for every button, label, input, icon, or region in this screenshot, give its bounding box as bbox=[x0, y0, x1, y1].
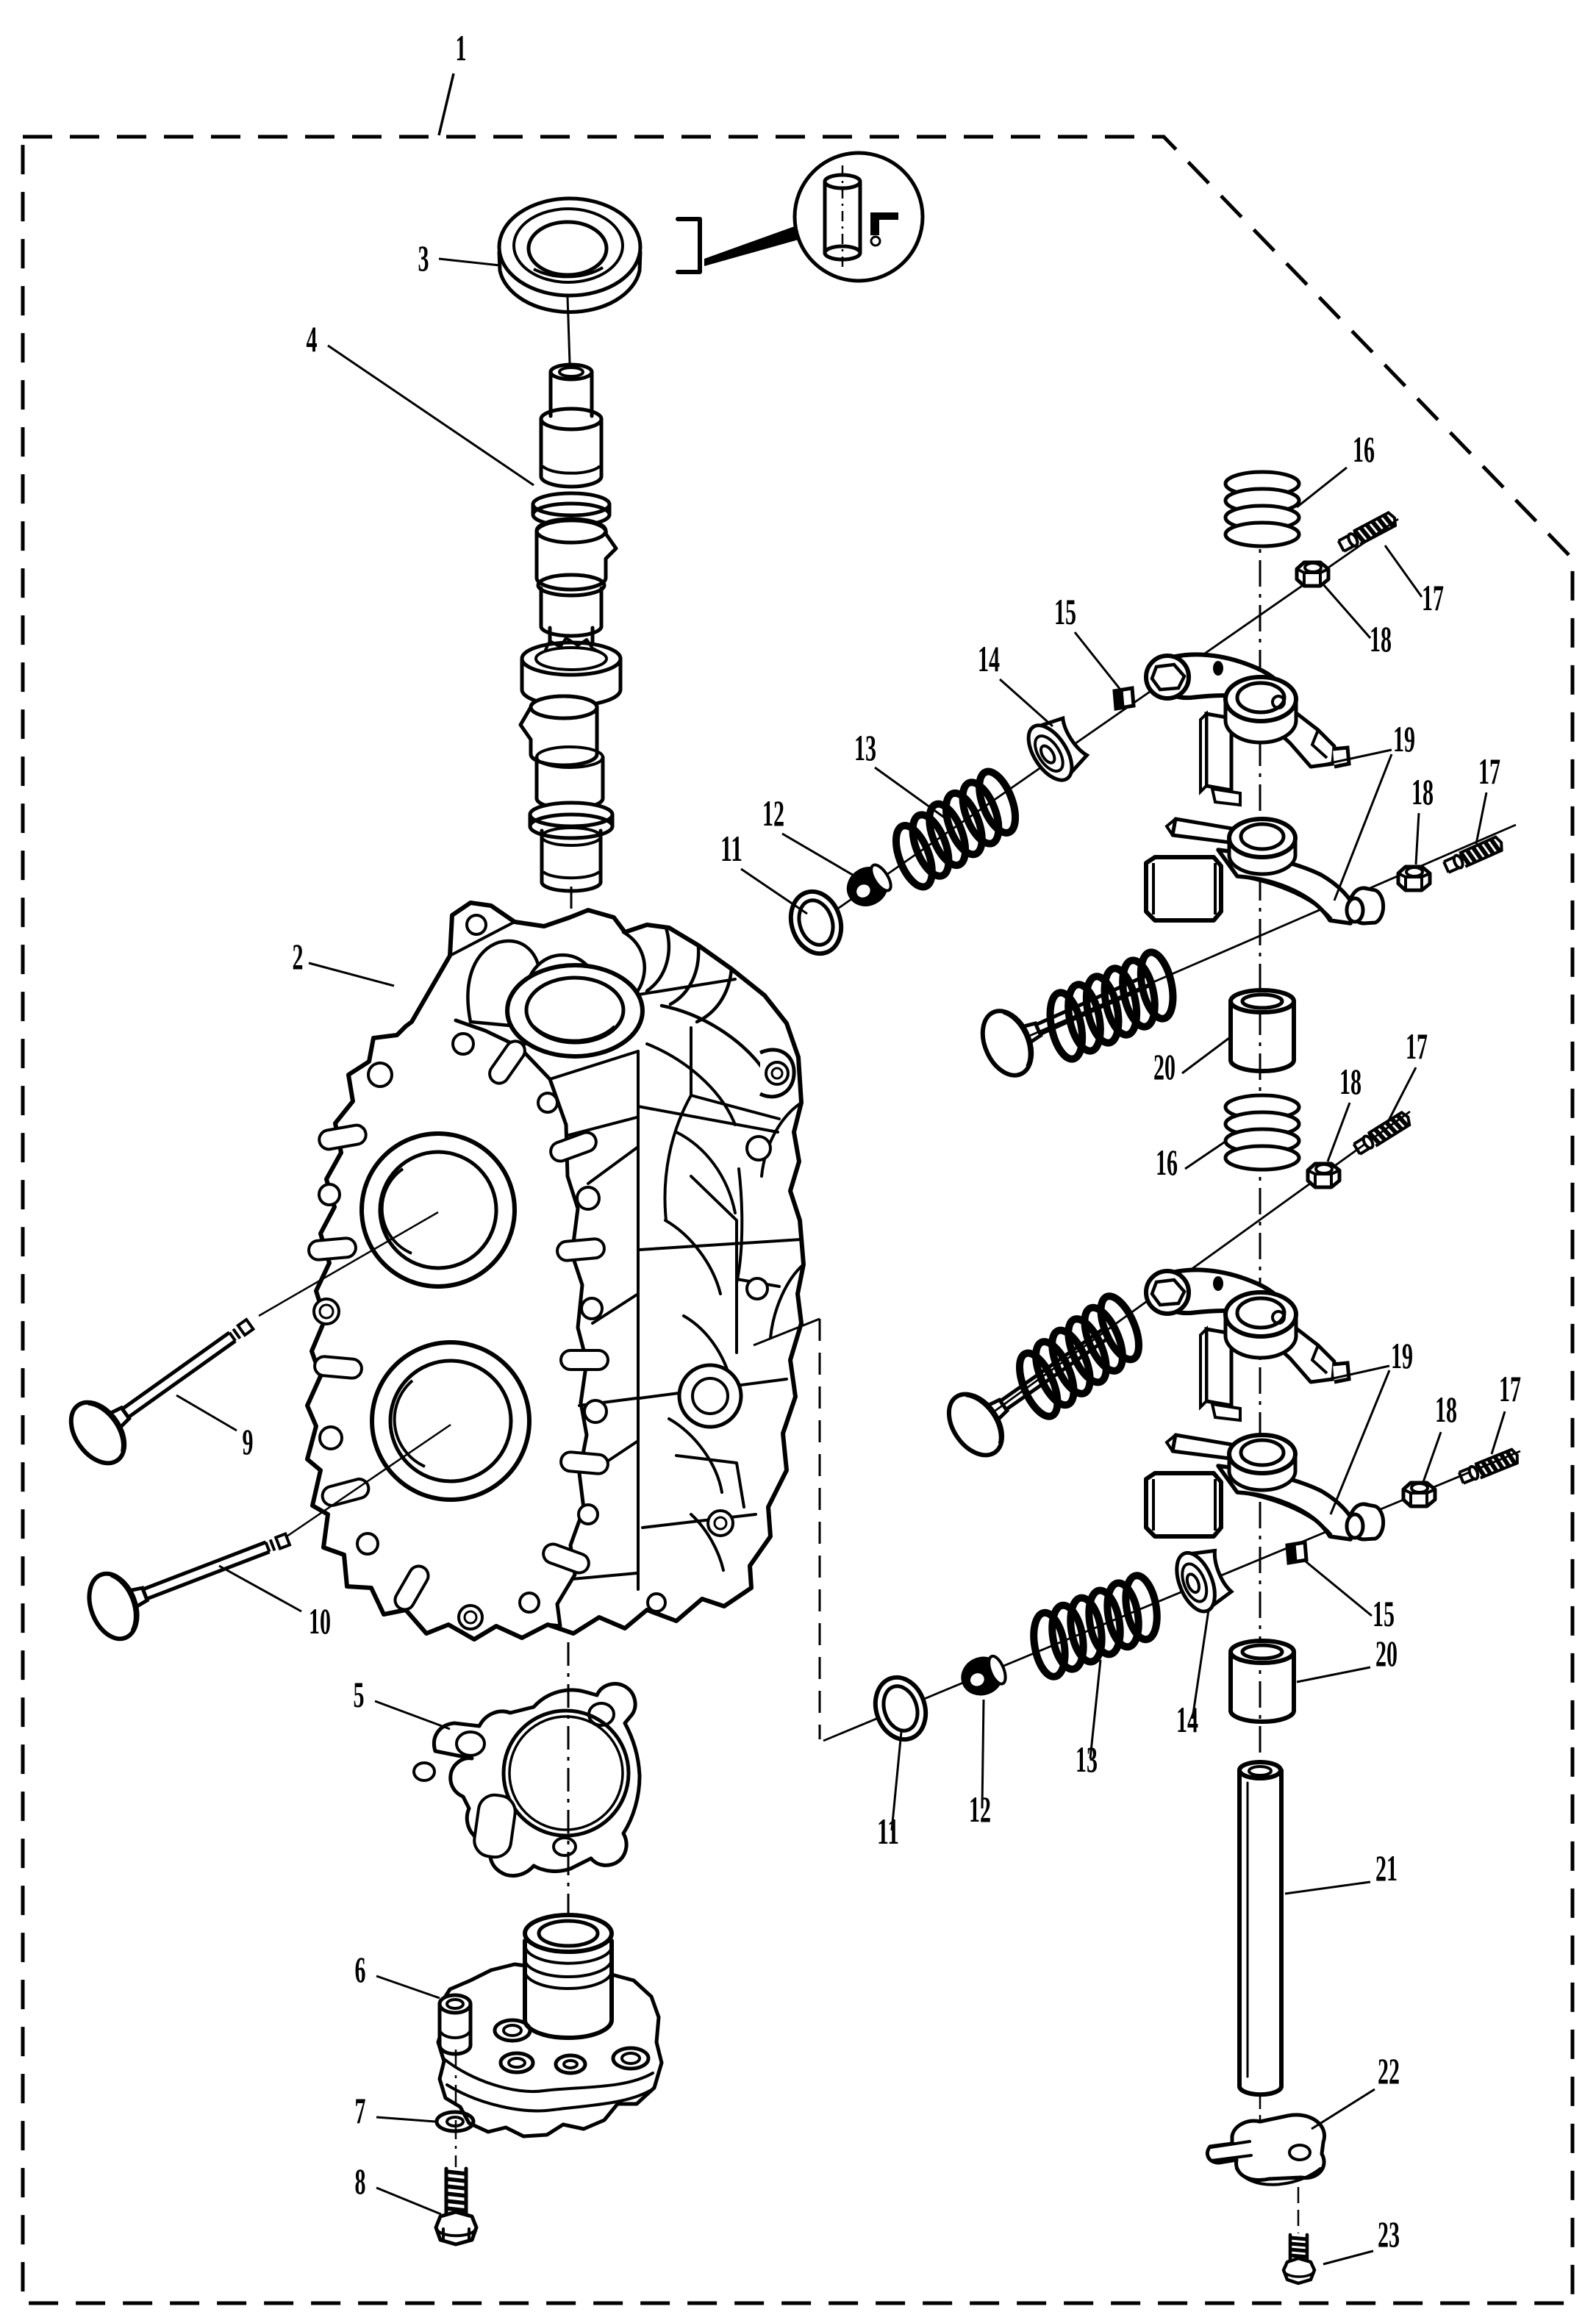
svg-text:23: 23 bbox=[1378, 2213, 1400, 2255]
svg-text:8: 8 bbox=[355, 2161, 366, 2202]
svg-text:6: 6 bbox=[355, 1949, 366, 1990]
svg-text:17: 17 bbox=[1406, 1026, 1428, 1067]
svg-text:20: 20 bbox=[1153, 1046, 1175, 1087]
svg-text:11: 11 bbox=[720, 828, 742, 869]
svg-text:7: 7 bbox=[355, 2090, 366, 2131]
svg-text:10: 10 bbox=[309, 1600, 331, 1642]
svg-text:12: 12 bbox=[969, 1789, 991, 1830]
svg-text:18: 18 bbox=[1339, 1061, 1361, 1102]
svg-text:19: 19 bbox=[1391, 1335, 1413, 1376]
svg-text:22: 22 bbox=[1378, 2050, 1400, 2091]
svg-text:18: 18 bbox=[1435, 1389, 1457, 1430]
svg-text:20: 20 bbox=[1375, 1633, 1398, 1674]
svg-text:19: 19 bbox=[1393, 718, 1415, 759]
svg-text:12: 12 bbox=[762, 792, 784, 834]
svg-text:3: 3 bbox=[418, 237, 429, 279]
svg-text:15: 15 bbox=[1054, 591, 1076, 632]
svg-text:16: 16 bbox=[1156, 1142, 1178, 1183]
svg-text:15: 15 bbox=[1373, 1593, 1395, 1634]
svg-text:16: 16 bbox=[1353, 429, 1375, 470]
svg-text:17: 17 bbox=[1478, 751, 1500, 792]
svg-text:17: 17 bbox=[1499, 1368, 1521, 1409]
svg-text:1: 1 bbox=[456, 27, 467, 68]
svg-text:2: 2 bbox=[293, 936, 304, 977]
svg-text:14: 14 bbox=[978, 638, 1000, 679]
svg-text:17: 17 bbox=[1422, 577, 1444, 618]
svg-text:13: 13 bbox=[854, 727, 876, 768]
svg-text:18: 18 bbox=[1370, 618, 1392, 659]
svg-text:9: 9 bbox=[243, 1421, 254, 1462]
svg-text:4: 4 bbox=[307, 318, 318, 359]
svg-text:5: 5 bbox=[354, 1674, 365, 1715]
svg-text:18: 18 bbox=[1411, 771, 1434, 812]
svg-text:13: 13 bbox=[1076, 1739, 1098, 1780]
svg-text:21: 21 bbox=[1375, 1847, 1398, 1889]
svg-text:11: 11 bbox=[877, 1811, 899, 1852]
